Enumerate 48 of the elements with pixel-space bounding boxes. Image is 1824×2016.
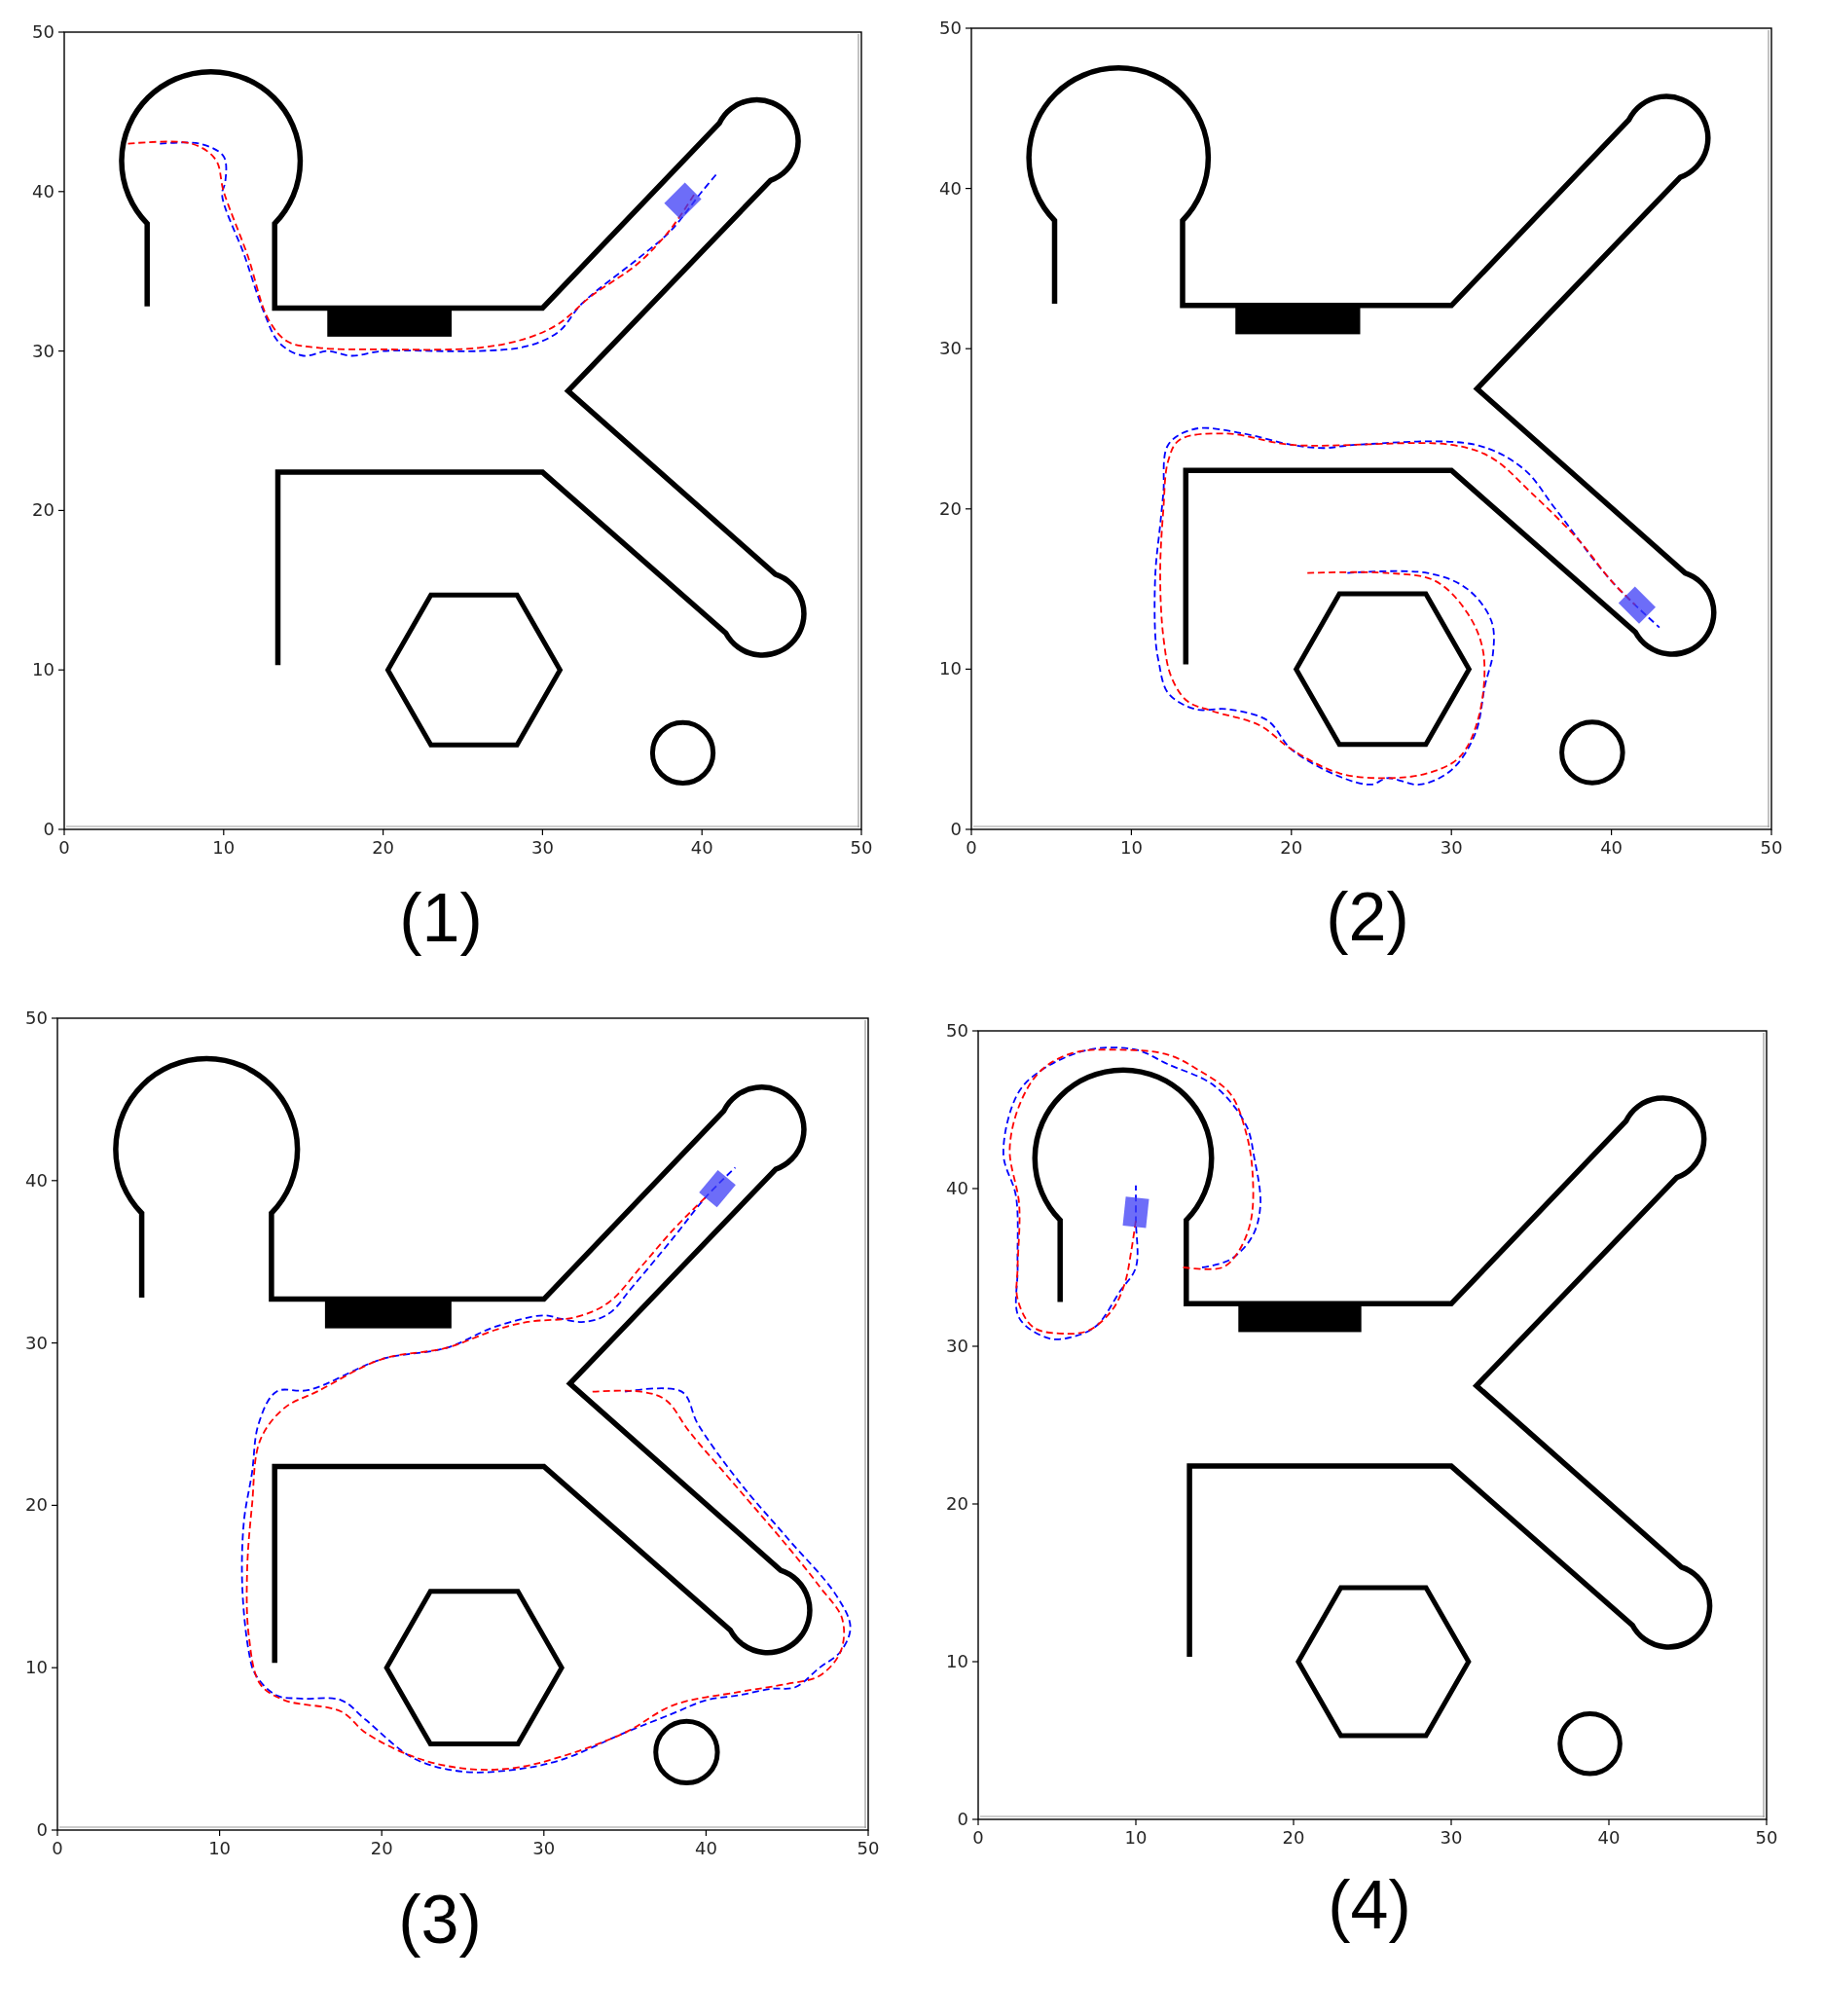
tick-label: 10 bbox=[939, 660, 962, 678]
tick-label: 50 bbox=[850, 839, 873, 857]
tick-label: 40 bbox=[946, 1180, 968, 1197]
tick-label: 30 bbox=[532, 1840, 556, 1857]
tick-label: 40 bbox=[1597, 1829, 1621, 1847]
tick-label: 10 bbox=[946, 1653, 968, 1670]
tick-label: 0 bbox=[52, 1840, 63, 1857]
tick-label: 40 bbox=[939, 179, 962, 198]
tick-label: 0 bbox=[966, 839, 977, 857]
tick-label: 20 bbox=[1282, 1829, 1305, 1847]
tick-label: 40 bbox=[1600, 839, 1623, 857]
tick-label: 30 bbox=[32, 342, 55, 360]
tick-label: 10 bbox=[1124, 1829, 1148, 1847]
tick-label: 40 bbox=[694, 1840, 717, 1857]
tick-label: 20 bbox=[32, 501, 55, 520]
tick-label: 0 bbox=[58, 839, 70, 857]
tick-label: 0 bbox=[36, 1821, 48, 1839]
tick-label: 50 bbox=[25, 1009, 48, 1027]
tick-label: 30 bbox=[25, 1334, 48, 1352]
tick-label: 20 bbox=[1280, 839, 1303, 857]
tick-label: 10 bbox=[32, 661, 55, 679]
tick-label: 0 bbox=[957, 1811, 968, 1828]
tick-label: 50 bbox=[946, 1022, 968, 1040]
tick-label: 0 bbox=[972, 1829, 984, 1847]
tick-label: 30 bbox=[1440, 1829, 1463, 1847]
tick-label: 10 bbox=[212, 839, 236, 857]
tick-label: 50 bbox=[939, 19, 962, 37]
tick-label: 30 bbox=[530, 839, 554, 857]
tick-label: 40 bbox=[690, 839, 713, 857]
tick-label: 20 bbox=[939, 499, 962, 518]
tick-label: 40 bbox=[32, 182, 55, 201]
tick-label: 0 bbox=[950, 821, 962, 838]
tick-label: 20 bbox=[25, 1496, 48, 1515]
tick-label: 50 bbox=[1755, 1829, 1778, 1847]
tick-label: 30 bbox=[1440, 839, 1463, 857]
tick-label: 40 bbox=[25, 1171, 48, 1190]
tick-label: 50 bbox=[32, 23, 55, 41]
tick-label: 30 bbox=[946, 1338, 968, 1355]
tick-label: 10 bbox=[208, 1840, 232, 1857]
tick-label: 10 bbox=[25, 1659, 48, 1677]
tick-label: 20 bbox=[372, 839, 395, 857]
tick-label: 50 bbox=[1760, 839, 1783, 857]
tick-label: 50 bbox=[857, 1840, 880, 1857]
tick-label: 20 bbox=[370, 1840, 393, 1857]
tick-label: 30 bbox=[939, 340, 962, 358]
tick-label: 20 bbox=[946, 1495, 968, 1513]
tick-label: 0 bbox=[43, 821, 55, 838]
tick-label: 10 bbox=[1119, 839, 1143, 857]
